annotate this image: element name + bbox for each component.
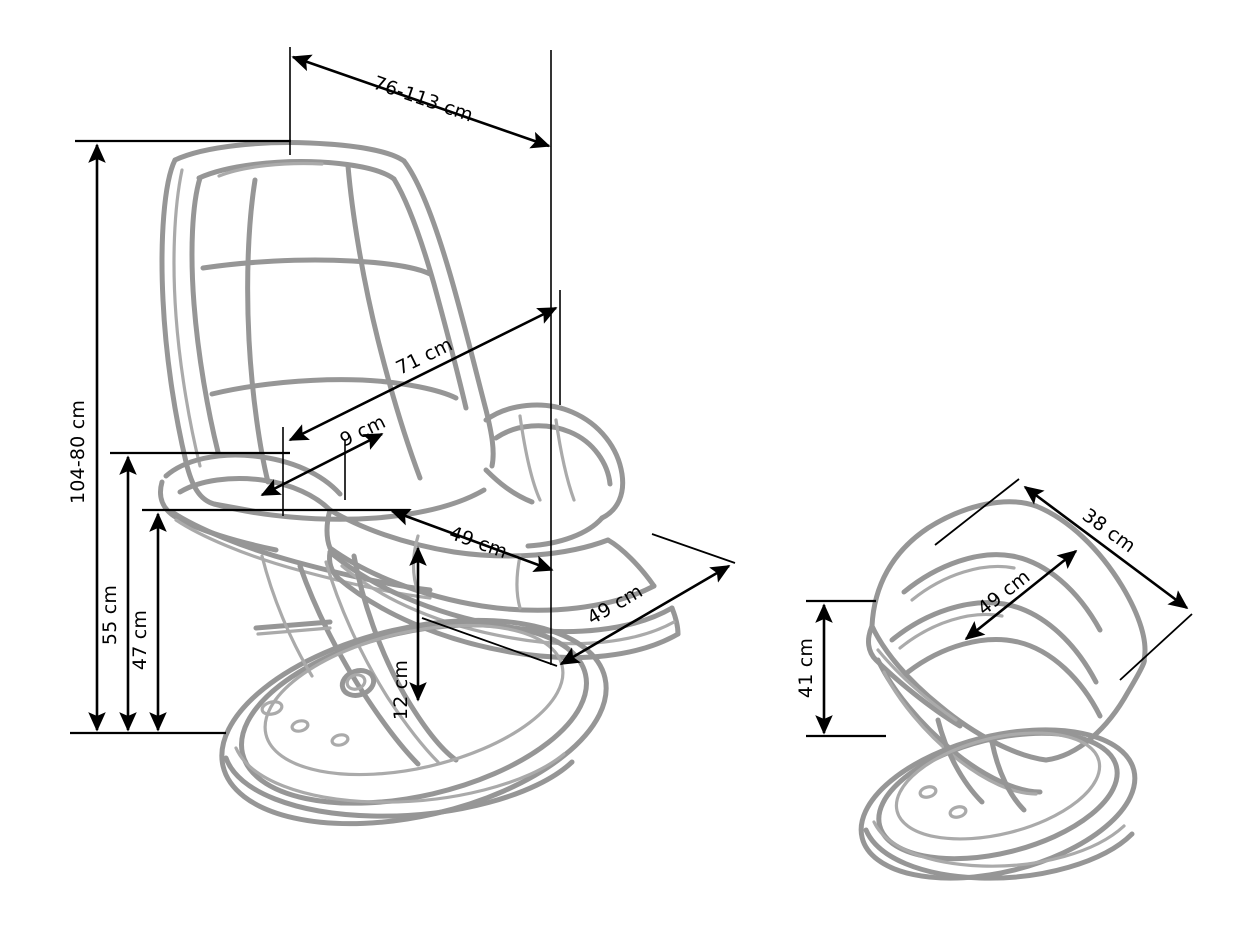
swivel-base-skirt — [223, 755, 575, 819]
stool-cushion-top-left-edge — [869, 499, 1039, 629]
footstool-illustration — [858, 499, 1148, 881]
leader-stool-38-left — [934, 478, 1020, 546]
tilt-knob-inner — [345, 673, 367, 691]
stool-base-skirt-inner — [872, 820, 1126, 868]
right-armrest-front — [525, 515, 605, 549]
stool-screw-hole-1 — [918, 785, 938, 799]
stool-cushion-front-edge — [869, 623, 1049, 763]
backrest-left-fold — [172, 168, 202, 468]
stool-pedestal-right — [989, 739, 1027, 813]
base-screw-hole-2 — [290, 719, 310, 733]
stool-base-outer-rim — [858, 727, 1138, 881]
backrest-bottom-return — [483, 467, 535, 505]
release-lever-shadow — [256, 626, 332, 636]
swivel-base-skirt-inner — [234, 746, 566, 804]
stool-base-skirt — [863, 827, 1135, 881]
base-screw-hole-1 — [260, 700, 284, 716]
seat-cushion-seam-2 — [515, 554, 522, 610]
pedestal-column-right — [351, 553, 459, 763]
stool-base-top-plate — [894, 731, 1102, 841]
headrest-pillow-line — [217, 161, 324, 178]
label-height-47: 47 cm — [129, 610, 151, 670]
dimline-stool-width-49 — [964, 549, 1078, 641]
backrest-vertical-seam-left — [245, 177, 271, 485]
footrest-slab-left-face — [327, 549, 341, 581]
leader-seat-width-lower — [421, 617, 558, 667]
dimline-backrest-71 — [288, 306, 558, 442]
backrest-cross-seam-upper — [200, 257, 433, 277]
label-height-104-80: 104-80 cm — [67, 400, 89, 504]
stool-screw-hole-2 — [948, 805, 968, 819]
label-armrest-offset-9: 9 cm — [337, 411, 390, 452]
label-stool-height-41: 41 cm — [795, 638, 817, 698]
dimline-width-76-113 — [291, 54, 551, 149]
stool-roll-seam-3 — [905, 637, 1103, 719]
dimline-seat-width-49 — [559, 564, 731, 666]
backrest-inner-left-seam — [189, 175, 221, 455]
side-panel-edge — [260, 554, 314, 678]
label-width-76-113: 76-113 cm — [370, 72, 476, 127]
stool-cushion-right-edge — [1043, 657, 1147, 763]
seat-cushion-left-edge — [324, 507, 333, 551]
dimline-seat-depth-49 — [390, 508, 554, 573]
seat-cushion-right-edge — [605, 537, 657, 589]
base-screw-hole-3 — [330, 733, 350, 747]
armchair-illustration — [158, 140, 681, 827]
dimline-armrest-offset-9 — [260, 432, 384, 497]
backrest-right-shell — [401, 158, 496, 469]
left-armrest-wood-arc — [169, 509, 433, 593]
backrest-headrest-seam — [196, 159, 397, 182]
backrest-cross-seam-lower — [209, 377, 459, 401]
label-cushion-12: 12 cm — [390, 660, 412, 720]
leader-stool-38-right — [1119, 613, 1193, 681]
right-armrest-inner — [493, 423, 613, 487]
swivel-base-top-plate — [263, 623, 565, 777]
release-lever — [253, 619, 333, 631]
pedestal-column-center — [324, 560, 440, 764]
leader-seat-width-upper — [651, 533, 736, 564]
stool-cushion-side-line — [876, 648, 958, 722]
stool-frame-bar-left-inner — [882, 670, 1038, 796]
dimline-stool-depth-38 — [1023, 485, 1189, 610]
stool-pedestal-left — [935, 717, 985, 805]
tilt-knob — [339, 668, 377, 698]
label-height-55: 55 cm — [99, 585, 121, 645]
lumbar-lower-edge — [211, 487, 487, 522]
